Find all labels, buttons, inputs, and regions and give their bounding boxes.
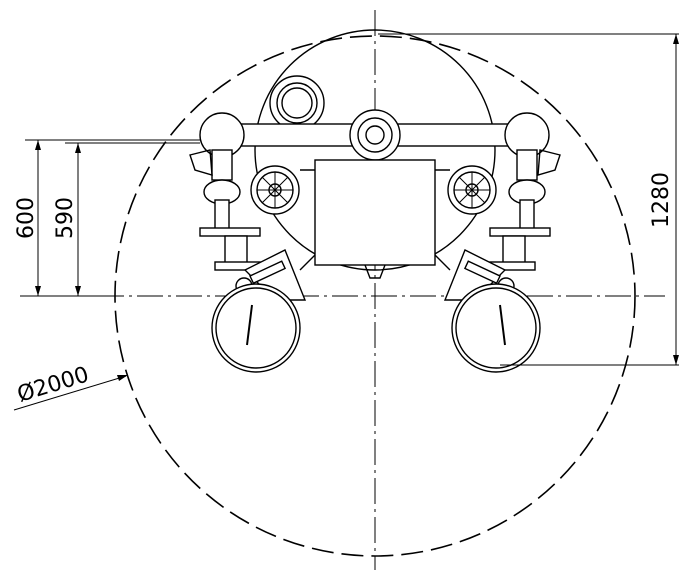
dimension-1280: 1280: [378, 33, 679, 366]
dimension-diameter: Ø2000: [13, 362, 128, 411]
dimension-590-label: 590: [53, 197, 78, 239]
vessel-top-circle: [254, 29, 496, 271]
nozzle-top-left: [269, 75, 325, 131]
dimension-600-label: 600: [14, 197, 39, 239]
left-handwheel: [250, 165, 300, 215]
dimension-1280-label: 1280: [649, 172, 674, 228]
nozzle-center: [349, 109, 401, 161]
dimension-diameter-label: Ø2000: [14, 362, 91, 407]
left-lower-tank: [211, 283, 301, 373]
left-valve-assembly: [189, 149, 307, 301]
right-handwheel: [447, 165, 497, 215]
right-lower-tank: [451, 283, 541, 373]
central-housing: [299, 159, 451, 279]
dimension-590: 590: [53, 142, 200, 296]
dimension-600: 600: [14, 139, 200, 297]
